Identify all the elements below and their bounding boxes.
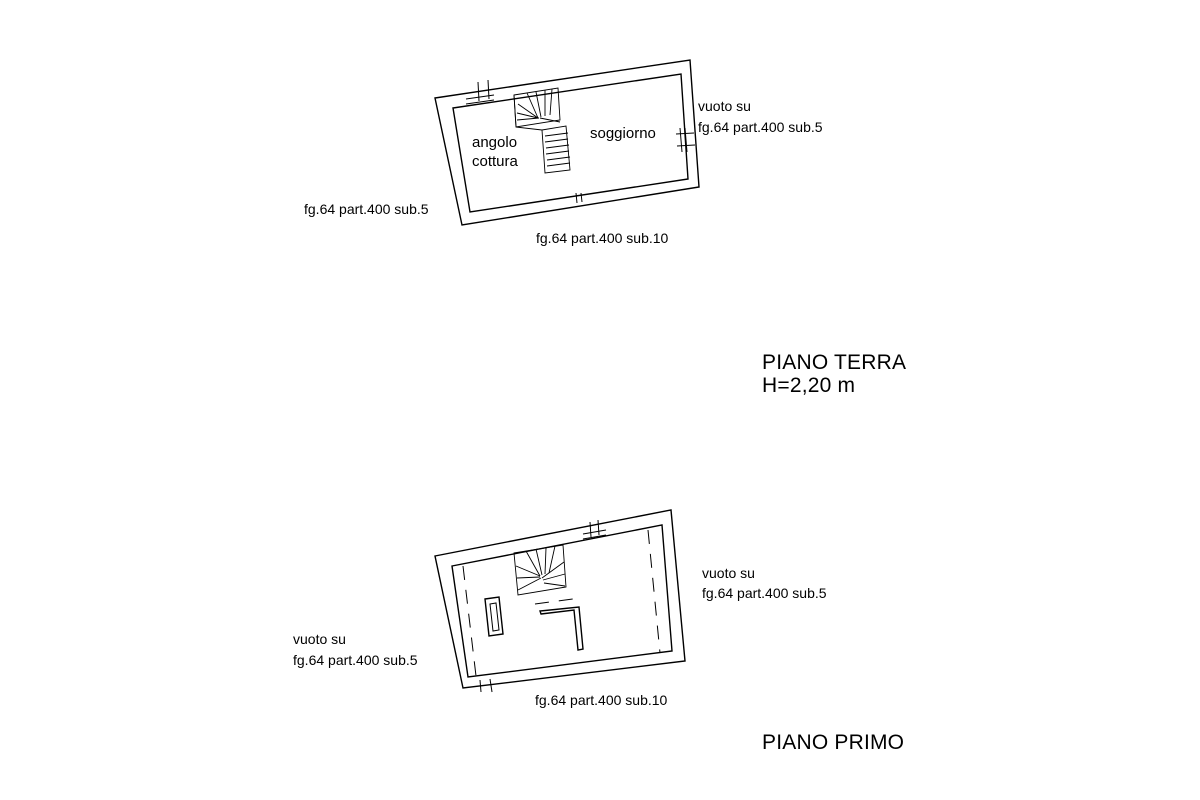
first-floor-slope-line-right <box>647 529 661 654</box>
ground-floor-title: PIANO TERRA <box>762 351 906 374</box>
ground-floor-right-note-line1: vuoto su <box>698 98 751 114</box>
ground-floor-inner-wall <box>452 73 689 213</box>
ground-floor-plan: angolo cottura soggiorno vuoto su fg.64 … <box>304 59 906 397</box>
ground-floor-height: H=2,20 m <box>762 374 855 397</box>
ground-floor-room-kitchen-line2: cottura <box>472 153 519 170</box>
first-floor-right-note-line2: fg.64 part.400 sub.5 <box>702 585 827 601</box>
first-floor-window-top <box>582 519 607 540</box>
first-floor-left-note-line2: fg.64 part.400 sub.5 <box>293 652 418 668</box>
first-floor-stair-edge <box>534 597 581 605</box>
first-floor-right-note-line1: vuoto su <box>702 565 755 581</box>
ground-floor-right-note-line2: fg.64 part.400 sub.5 <box>698 119 823 135</box>
first-floor-title: PIANO PRIMO <box>762 731 904 754</box>
first-floor-staircase <box>513 544 567 596</box>
first-floor-slope-line-left <box>462 565 477 677</box>
ground-floor-window-right <box>675 127 696 153</box>
ground-floor-outer-wall <box>434 59 700 226</box>
first-floor-bottom-opening <box>479 678 493 693</box>
first-floor-bottom-note: fg.64 part.400 sub.10 <box>535 692 668 708</box>
ground-floor-room-kitchen-line1: angolo <box>472 134 517 151</box>
first-floor-plan: vuoto su fg.64 part.400 sub.5 vuoto su f… <box>293 509 904 754</box>
ground-floor-window-top <box>465 79 495 105</box>
first-floor-inner-wall <box>451 524 673 678</box>
first-floor-outer-wall <box>434 509 686 689</box>
ground-floor-room-living: soggiorno <box>590 125 656 142</box>
ground-floor-bottom-note: fg.64 part.400 sub.10 <box>536 230 669 246</box>
ground-floor-staircase <box>513 87 571 174</box>
ground-floor-bottom-opening <box>575 192 583 204</box>
ground-floor-left-note: fg.64 part.400 sub.5 <box>304 201 429 217</box>
first-floor-left-note-line1: vuoto su <box>293 631 346 647</box>
first-floor-cabinet <box>484 596 504 637</box>
first-floor-partition <box>539 606 584 651</box>
